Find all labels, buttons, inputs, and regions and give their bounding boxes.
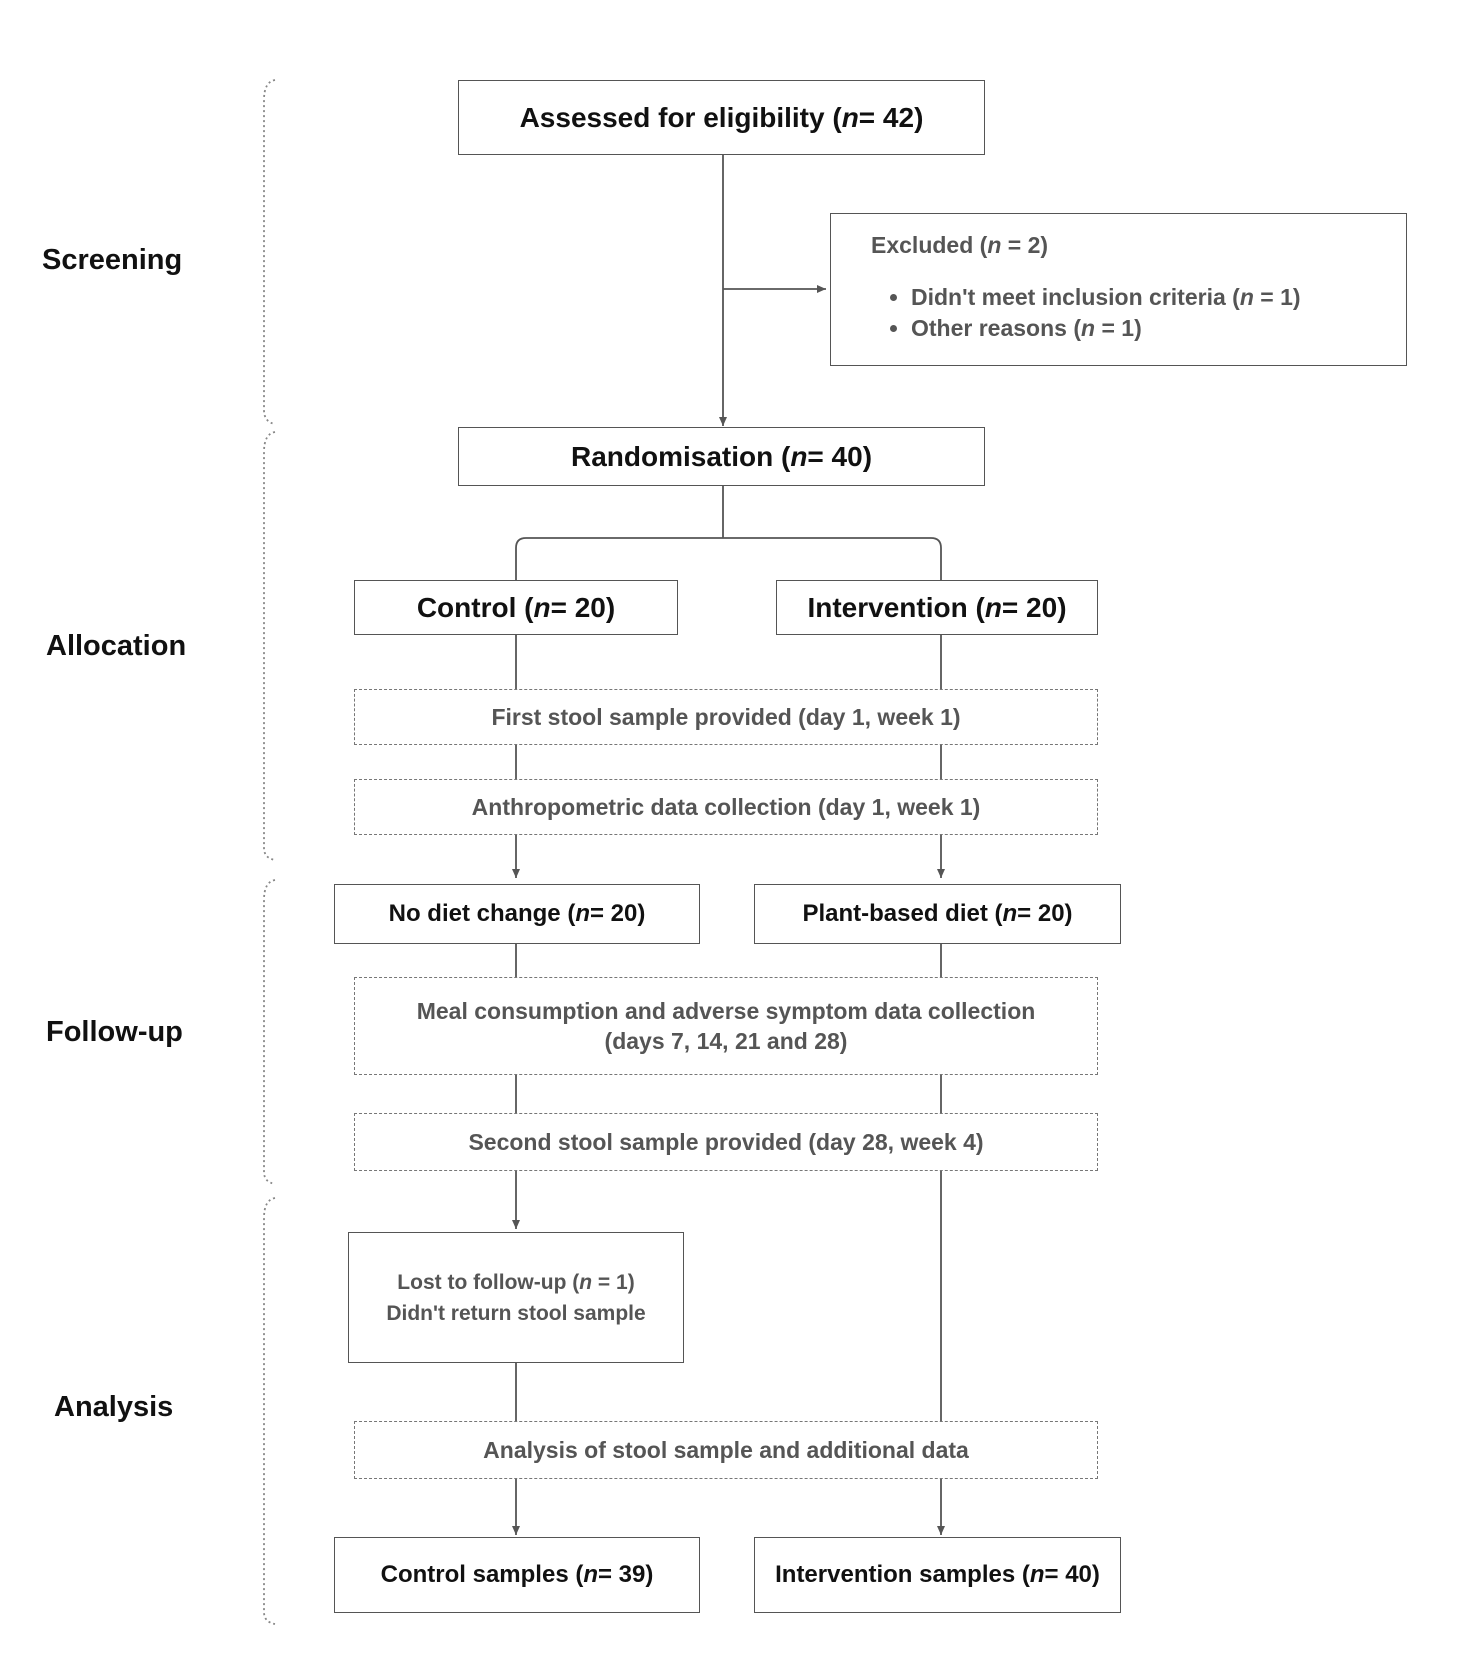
excluded-reasons-list: Didn't meet inclusion criteria (n = 1) O… bbox=[871, 282, 1301, 344]
phase-label-allocation: Allocation bbox=[46, 630, 187, 662]
phase-label-screening: Screening bbox=[42, 244, 183, 276]
meal-consumption-line2: (days 7, 14, 21 and 28) bbox=[604, 1028, 848, 1054]
lost-line2: Didn't return stool sample bbox=[386, 1301, 646, 1325]
assessed-box: Assessed for eligibility (n = 42) bbox=[458, 80, 985, 155]
excluded-reason: Other reasons (n = 1) bbox=[911, 313, 1301, 344]
phase-label-follow-up: Follow-up bbox=[46, 1016, 183, 1048]
meal-consumption-box: Meal consumption and adverse symptom dat… bbox=[354, 977, 1098, 1075]
bracket-follow-up bbox=[263, 879, 276, 1185]
control-box: Control (n = 20) bbox=[354, 580, 678, 635]
intervention-box: Intervention (n = 20) bbox=[776, 580, 1098, 635]
excluded-heading: Excluded (n = 2) bbox=[871, 232, 1049, 258]
no-diet-change-box: No diet change (n = 20) bbox=[334, 884, 700, 944]
lost-to-follow-up-box: Lost to follow-up (n = 1) Didn't return … bbox=[348, 1232, 684, 1363]
randomisation-box: Randomisation (n = 40) bbox=[458, 427, 985, 486]
bracket-screening bbox=[263, 79, 276, 425]
phase-label-analysis: Analysis bbox=[54, 1391, 174, 1423]
control-samples-box: Control samples (n = 39) bbox=[334, 1537, 700, 1613]
anthropometric-box: Anthropometric data collection (day 1, w… bbox=[354, 779, 1098, 835]
excluded-box: Excluded (n = 2) Didn't meet inclusion c… bbox=[830, 213, 1407, 366]
intervention-samples-box: Intervention samples (n = 40) bbox=[754, 1537, 1121, 1613]
second-stool-box: Second stool sample provided (day 28, we… bbox=[354, 1113, 1098, 1171]
meal-consumption-line1: Meal consumption and adverse symptom dat… bbox=[416, 998, 1036, 1024]
first-stool-box: First stool sample provided (day 1, week… bbox=[354, 689, 1098, 745]
plant-based-diet-box: Plant-based diet (n = 20) bbox=[754, 884, 1121, 944]
analysis-data-box: Analysis of stool sample and additional … bbox=[354, 1421, 1098, 1479]
excluded-reason: Didn't meet inclusion criteria (n = 1) bbox=[911, 282, 1301, 313]
split-connector bbox=[515, 537, 942, 580]
bracket-allocation bbox=[263, 431, 276, 861]
bracket-analysis bbox=[263, 1197, 276, 1625]
lost-line1: Lost to follow-up (n = 1) bbox=[397, 1270, 635, 1294]
